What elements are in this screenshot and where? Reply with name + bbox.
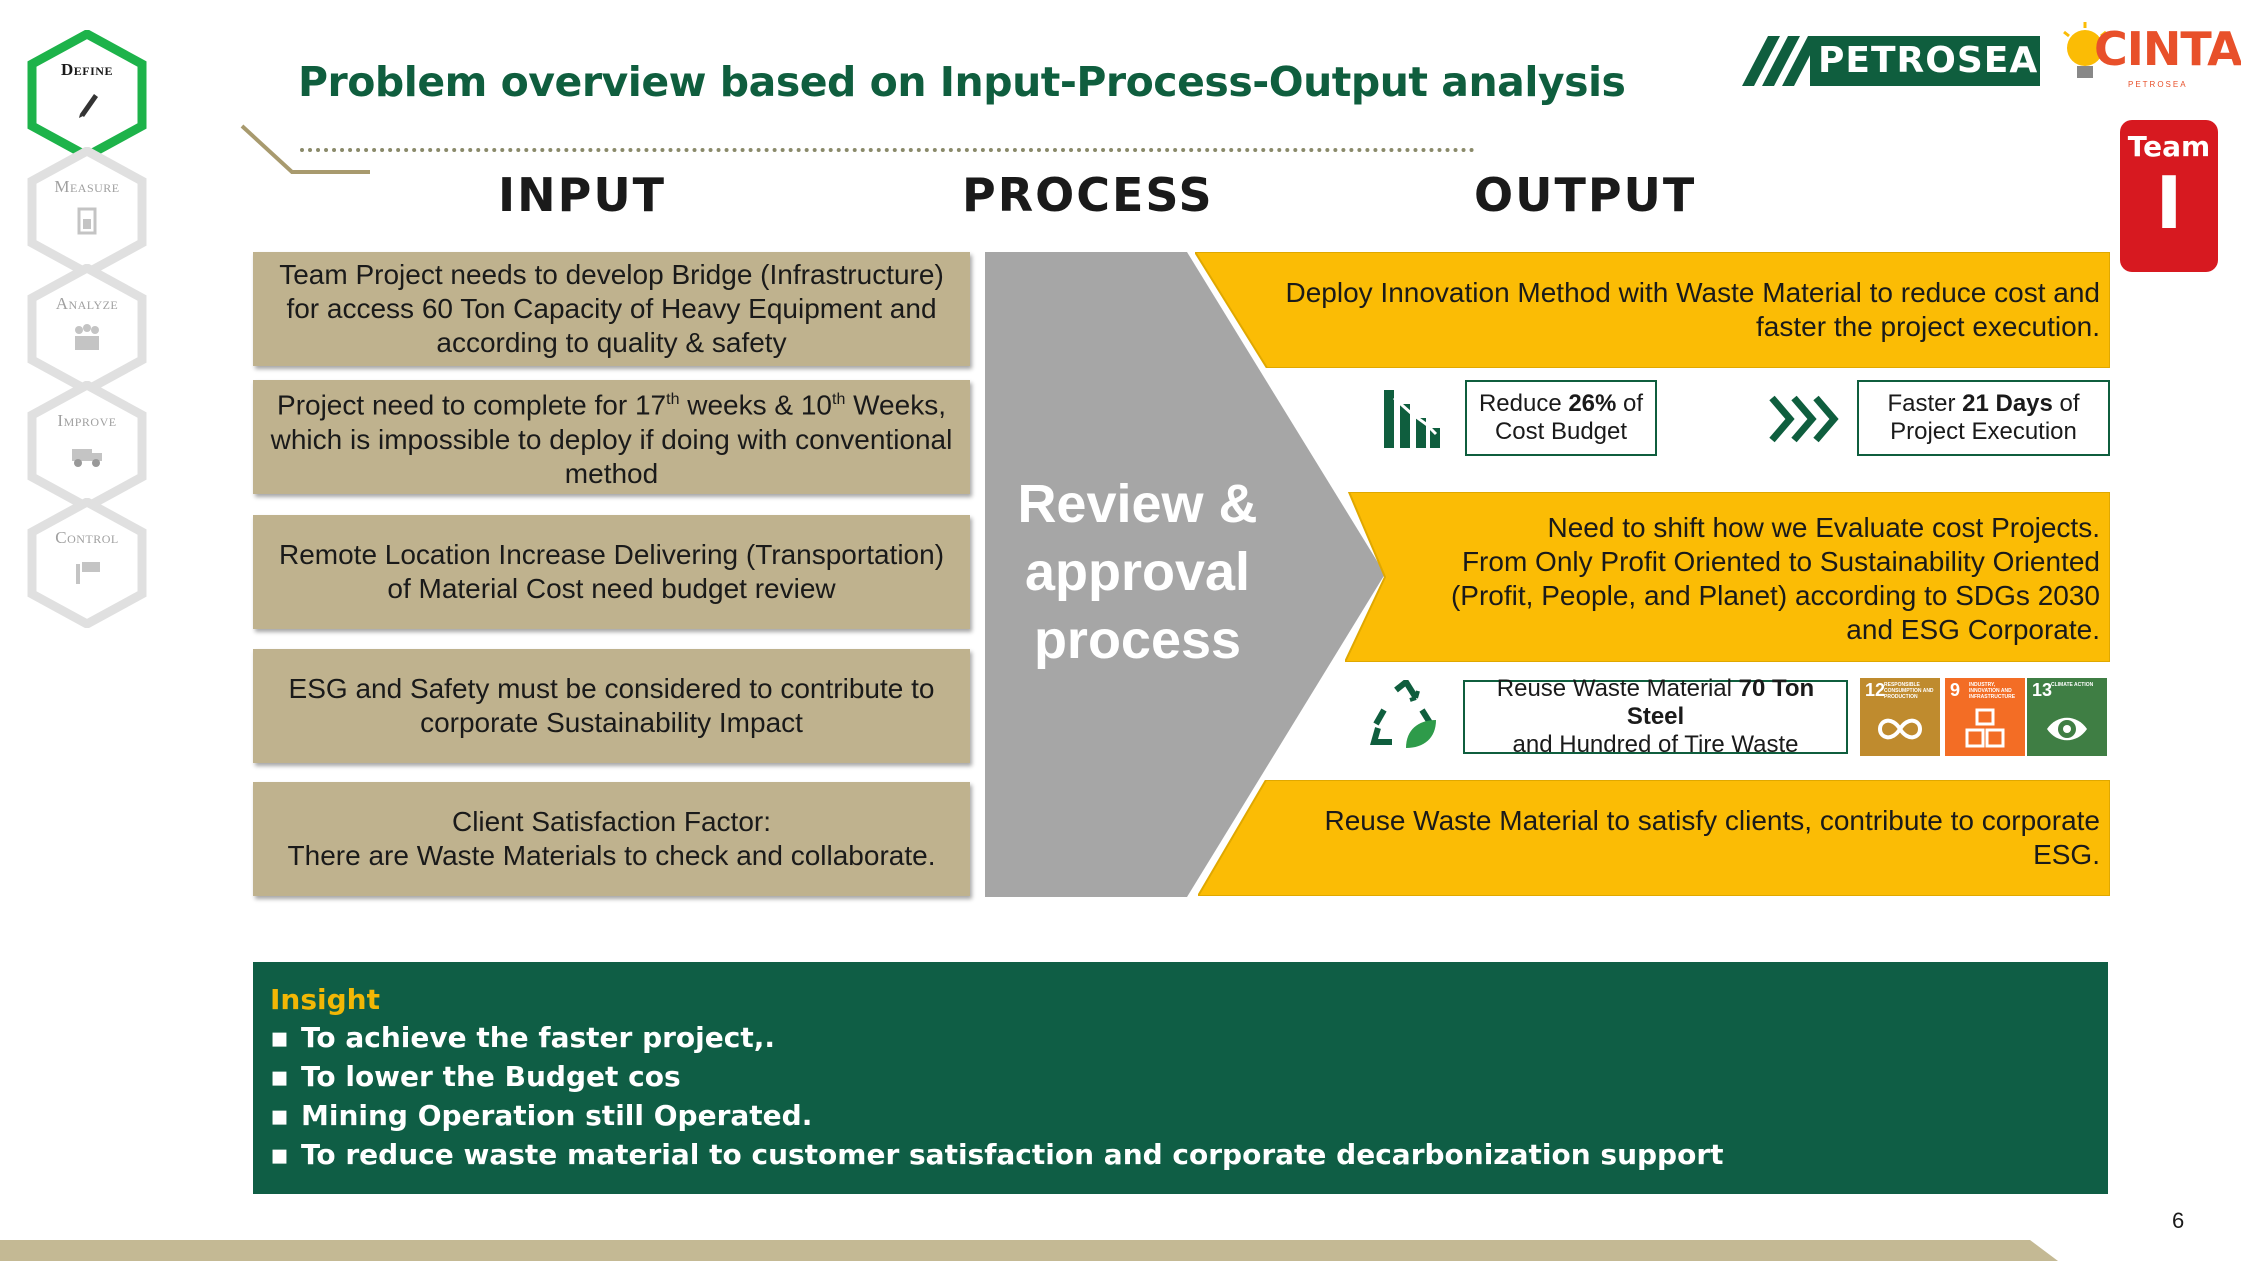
faster-execution-line1: Faster 21 Days of — [1887, 390, 2080, 417]
output-band-text: Deploy Innovation Method with Waste Mate… — [1285, 277, 2100, 342]
insight-item: To reduce waste material to customer sat… — [270, 1135, 2108, 1174]
sdg-caption: RESPONSIBLE CONSUMPTION AND PRODUCTION — [1884, 682, 1934, 700]
waste-reuse-line2: and Hundred of Tire Waste — [1512, 731, 1799, 758]
dmaic-step-measure[interactable]: Measure — [22, 147, 152, 277]
output-heading: OUTPUT — [1474, 168, 1697, 222]
output-band-line: Need to shift how we Evaluate cost Proje… — [1547, 512, 2101, 543]
input-box: Remote Location Increase Delivering (Tra… — [253, 515, 970, 629]
output-band-line: (Profit, People, and Planet) according t… — [1450, 580, 2100, 611]
sdg-number: 9 — [1950, 680, 1961, 700]
gauge-icon — [77, 207, 97, 235]
output-band-3 — [1198, 780, 2110, 896]
output-band-2 — [1345, 492, 2110, 662]
input-box: ESG and Safety must be considered to con… — [253, 649, 970, 763]
cinta-wordmark: CINTA — [2094, 22, 2241, 76]
sdg-13-tile: 13 CLIMATE ACTION — [2027, 678, 2107, 756]
dmaic-step-control[interactable]: Control — [22, 498, 152, 628]
input-heading: INPUT — [498, 168, 667, 222]
insight-item: To lower the Budget cos — [270, 1057, 2108, 1096]
waste-reuse-box: Reuse Waste Material 70 Ton Steel and Hu… — [1463, 675, 1848, 758]
cubes-icon — [1965, 708, 2005, 748]
cinta-subtitle: PETROSEA — [2128, 80, 2188, 89]
team-number: I — [2155, 161, 2183, 245]
control-icon — [76, 562, 100, 584]
input-text-line: Client Satisfaction Factor: — [451, 806, 772, 837]
output-band-text: Reuse Waste Material to satisfy clients,… — [1324, 805, 2100, 870]
dmaic-label: Measure — [54, 177, 120, 196]
page-title: Problem overview based on Input-Process-… — [298, 58, 1626, 106]
output-band-1 — [1195, 252, 2110, 368]
insight-panel: Insight To achieve the faster project,. … — [253, 962, 2108, 1194]
output-band-line: From Only Profit Oriented to Sustainabil… — [1461, 546, 2100, 577]
dmaic-label: Improve — [57, 411, 117, 430]
truck-icon — [72, 449, 102, 467]
insight-item: To achieve the faster project,. — [270, 1018, 2108, 1057]
lightbulb-icon — [2063, 22, 2107, 78]
insight-list: To achieve the faster project,. To lower… — [270, 1018, 2108, 1174]
sdg-number: 12 — [1865, 680, 1886, 700]
eye-globe-icon — [2047, 717, 2087, 741]
dmaic-label: Control — [55, 528, 119, 547]
dmaic-step-improve[interactable]: Improve — [22, 381, 152, 511]
process-chevron — [985, 252, 1385, 897]
insight-title: Insight — [270, 983, 380, 1016]
insight-item: Mining Operation still Operated. — [270, 1096, 2108, 1135]
input-box: Team Project needs to develop Bridge (In… — [253, 252, 970, 366]
input-text: ESG and Safety must be considered to con… — [288, 673, 935, 738]
cost-reduction-line2: Cost Budget — [1494, 418, 1628, 445]
bar-chart-down-icon — [1384, 390, 1440, 448]
petrosea-wordmark: PETROSEA — [1810, 36, 2040, 86]
output-band-line: and ESG Corporate. — [1846, 614, 2100, 645]
sdg-caption: CLIMATE ACTION — [2051, 682, 2094, 688]
sdg-9-tile: 9 INDUSTRY, INNOVATION AND INFRASTRUCTUR… — [1945, 678, 2025, 756]
input-text: Remote Location Increase Delivering (Tra… — [278, 539, 945, 604]
decorative-line — [240, 124, 370, 174]
cost-reduction-box: Reduce 26% of Cost Budget — [1465, 380, 1657, 456]
dotted-divider — [300, 148, 1475, 152]
cinta-logo: CINTA PETROSEA — [2060, 12, 2241, 92]
faster-execution-box: Faster 21 Days of Project Execution — [1857, 380, 2110, 456]
process-text: Review & approval process — [1017, 474, 1258, 670]
team-icon — [75, 324, 99, 350]
recycle-leaf-icon — [1370, 680, 1436, 748]
dmaic-step-define[interactable]: Define — [22, 30, 152, 160]
page-number: 6 — [2172, 1208, 2185, 1233]
dmaic-step-analyze[interactable]: Analyze — [22, 264, 152, 394]
petrosea-logo: PETROSEA — [1740, 30, 2040, 92]
input-box: Project need to complete for 17th weeks … — [253, 380, 970, 494]
sdg-number: 13 — [2032, 680, 2053, 700]
dmaic-label: Analyze — [55, 294, 119, 313]
output-band-text: Need to shift how we Evaluate cost Proje… — [1400, 511, 2100, 647]
pencil-icon — [79, 94, 98, 118]
dmaic-label: Define — [61, 60, 113, 79]
team-badge: Team I — [2120, 120, 2218, 272]
input-text: Team Project needs to develop Bridge (In… — [279, 259, 944, 358]
team-label: Team — [2127, 130, 2211, 163]
input-text: Project need to complete for 17th weeks … — [270, 389, 953, 489]
faster-execution-line2: Project Execution — [1890, 418, 2077, 445]
waste-reuse-line1: Reuse Waste Material 70 Ton Steel — [1496, 675, 1815, 730]
sdg-caption: INDUSTRY, INNOVATION AND INFRASTRUCTURE — [1969, 682, 2016, 700]
sdg-12-tile: 12 RESPONSIBLE CONSUMPTION AND PRODUCTIO… — [1860, 678, 1940, 756]
footer-bar — [0, 1240, 2058, 1261]
input-text-line: There are Waste Materials to check and c… — [287, 840, 936, 871]
infinity-icon — [1878, 718, 1922, 740]
input-box: Client Satisfaction Factor: There are Wa… — [253, 782, 970, 896]
process-heading: PROCESS — [962, 168, 1214, 222]
cost-reduction-line1: Reduce 26% of — [1478, 390, 1644, 417]
triple-chevron-icon — [1769, 395, 1839, 443]
stripes-icon — [1742, 36, 1820, 86]
